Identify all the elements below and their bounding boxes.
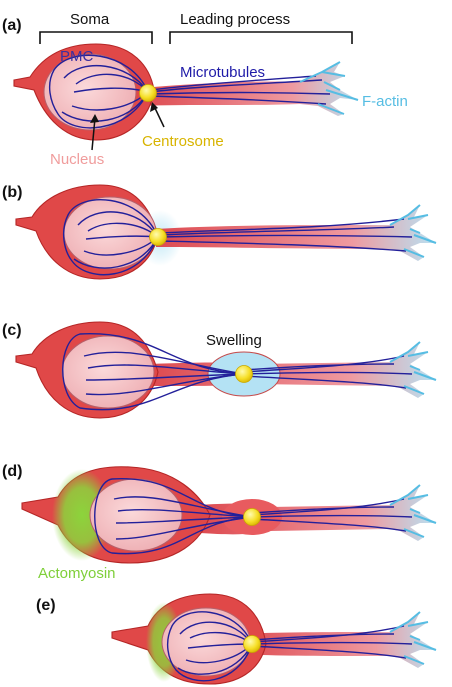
nucleus (64, 197, 156, 269)
panel-d (22, 467, 436, 563)
centrosome (244, 636, 261, 653)
centrosome-label: Centrosome (142, 133, 224, 150)
panel-label-d: (d) (2, 463, 22, 480)
leading-process-label: Leading process (180, 11, 290, 28)
centrosome (140, 85, 157, 102)
nucleus-label: Nucleus (50, 151, 104, 168)
leading-process (236, 612, 436, 668)
panel-b (16, 185, 436, 279)
panel-label-c: (c) (2, 322, 22, 339)
panel-label-b: (b) (2, 184, 22, 201)
panel-e (112, 594, 436, 684)
nucleus (62, 336, 154, 408)
centrosome (150, 229, 167, 246)
soma-label: Soma (70, 11, 110, 28)
pmc-label: PMC (60, 48, 94, 65)
nucleus (162, 608, 250, 676)
nucleus (90, 479, 182, 551)
f-actin-label: F-actin (362, 93, 408, 110)
actomyosin-label: Actomyosin (38, 565, 116, 582)
swelling-label: Swelling (206, 332, 262, 349)
microtubules-label: Microtubules (180, 64, 265, 81)
centrosome (236, 366, 253, 383)
soma-bracket (40, 32, 152, 44)
panel-label-e: (e) (36, 597, 56, 614)
centrosome (244, 509, 261, 526)
panel-label-a: (a) (2, 17, 22, 34)
leading-process-bracket (170, 32, 352, 44)
